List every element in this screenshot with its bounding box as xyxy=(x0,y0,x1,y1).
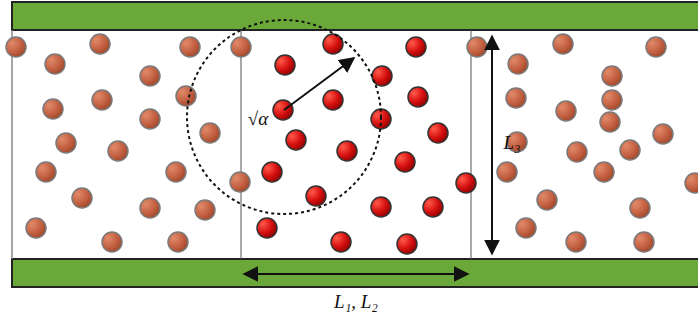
bulk-particle xyxy=(516,218,536,238)
cell-border xyxy=(11,30,13,259)
cell-particle xyxy=(423,197,443,217)
cell-particle xyxy=(275,55,295,75)
bulk-particle xyxy=(176,86,196,106)
bulk-particle xyxy=(566,232,586,252)
bulk-particle xyxy=(602,66,622,86)
bulk-particle xyxy=(230,172,250,192)
bulk-particle xyxy=(36,162,56,182)
bulk-particle xyxy=(231,37,251,57)
width-arrow xyxy=(244,273,468,275)
bulk-particle xyxy=(646,37,666,57)
width-label: L₁, L₂ xyxy=(334,292,378,311)
cell-particle xyxy=(262,162,282,182)
bulk-particle xyxy=(92,90,112,110)
cell-particle xyxy=(372,66,392,86)
bulk-particle xyxy=(467,37,487,57)
cell-border xyxy=(471,30,472,259)
bulk-particle xyxy=(72,188,92,208)
bulk-particle xyxy=(630,198,650,218)
height-arrow xyxy=(491,36,493,254)
bulk-particle xyxy=(166,162,186,182)
cell-particle xyxy=(395,152,415,172)
bulk-particle xyxy=(553,34,573,54)
bulk-particle xyxy=(600,112,620,132)
bulk-particle xyxy=(567,142,587,162)
cell-particle xyxy=(323,34,343,54)
bottom-plate xyxy=(12,259,698,287)
cell-particle xyxy=(273,100,293,120)
bulk-particle xyxy=(537,190,557,210)
bulk-particle xyxy=(634,232,654,252)
cell-particle xyxy=(286,130,306,150)
bulk-particle xyxy=(108,141,128,161)
cell-particle xyxy=(397,234,417,254)
cell-border xyxy=(241,30,242,259)
bulk-particle xyxy=(102,232,122,252)
bulk-particle xyxy=(45,54,65,74)
height-label: L₃ xyxy=(503,133,520,152)
bulk-particle xyxy=(140,109,160,129)
top-plate xyxy=(12,2,698,30)
radius-label: √α xyxy=(248,109,268,128)
cell-particle xyxy=(406,37,426,57)
bulk-particle xyxy=(140,198,160,218)
bulk-particle xyxy=(90,34,110,54)
bulk-particle xyxy=(620,140,640,160)
bulk-particle xyxy=(195,200,215,220)
cell-particle xyxy=(331,232,351,252)
cell-particle xyxy=(323,90,343,110)
cell-particle xyxy=(337,141,357,161)
bulk-particle xyxy=(200,123,220,143)
cell-particle xyxy=(428,123,448,143)
cell-particle xyxy=(371,197,391,217)
bulk-particle xyxy=(6,37,26,57)
cutoff-circle xyxy=(187,20,381,214)
bulk-particle xyxy=(506,88,526,108)
bulk-particle xyxy=(140,66,160,86)
cell-particle xyxy=(257,218,277,238)
bulk-particle xyxy=(594,162,614,182)
bulk-particle xyxy=(497,162,517,182)
bulk-particle xyxy=(653,124,673,144)
cell-particle xyxy=(456,173,476,193)
bulk-particle xyxy=(168,232,188,252)
bulk-particle xyxy=(180,37,200,57)
bulk-particle xyxy=(43,99,63,119)
cell-particle xyxy=(408,87,428,107)
bulk-particle xyxy=(685,173,698,193)
bulk-particle xyxy=(508,54,528,74)
bulk-particle xyxy=(556,101,576,121)
bulk-particle xyxy=(56,133,76,153)
cell-particle xyxy=(306,186,326,206)
radius-arrow xyxy=(284,58,354,110)
bulk-particle xyxy=(26,218,46,238)
bulk-particle xyxy=(602,90,622,110)
